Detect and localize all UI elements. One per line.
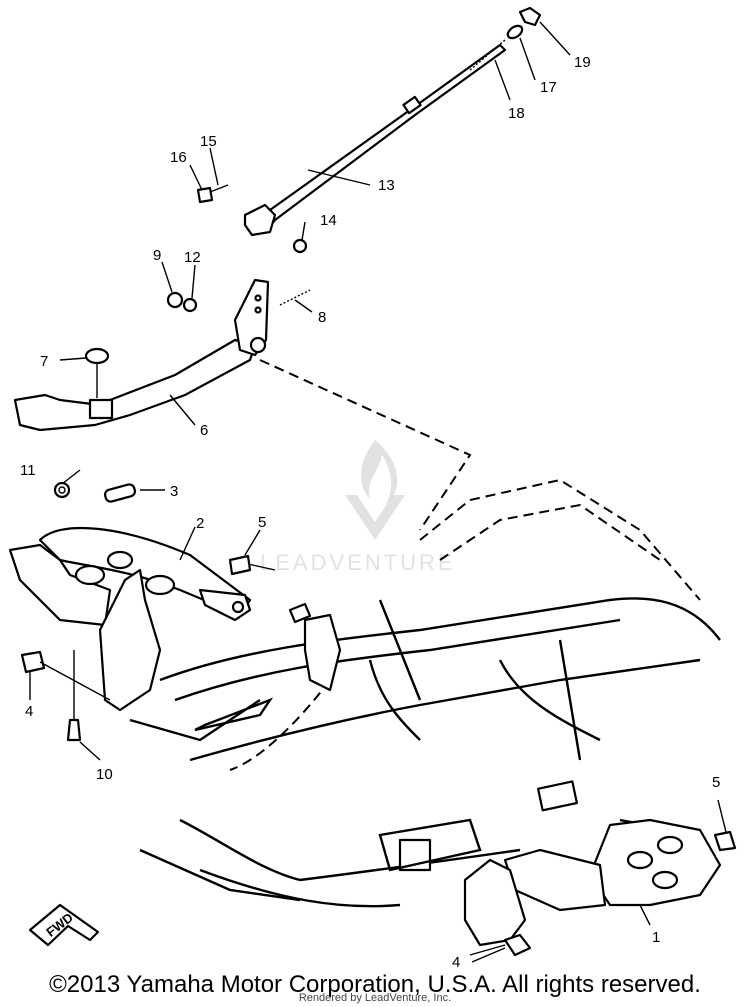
callout-15: 15: [200, 133, 217, 150]
callout-4a: 4: [25, 703, 33, 720]
callout-18: 18: [508, 105, 525, 122]
callout-labels: 19 17 18 13 15 16 14 8 9 12 7 6 11 3 2 5…: [20, 54, 720, 971]
right-footrest: [463, 818, 737, 957]
callout-11: 11: [20, 462, 36, 479]
callout-6: 6: [200, 422, 208, 439]
callout-3: 3: [170, 483, 178, 500]
callout-4b: 4: [452, 954, 460, 971]
watermark-logo: LEADVENTURE: [260, 440, 456, 575]
callout-12: 12: [184, 249, 201, 266]
callout-8: 8: [318, 309, 326, 326]
leader-lines: [29, 21, 727, 963]
left-hardware: [20, 481, 342, 742]
callout-10: 10: [96, 766, 113, 783]
forward-direction-arrow: FWD: [28, 903, 100, 947]
callout-9: 9: [153, 247, 161, 264]
brake-rod: [243, 6, 542, 237]
callout-5b: 5: [712, 774, 720, 791]
copyright-notice: ©2013 Yamaha Motor Corporation, U.S.A. A…: [49, 971, 701, 998]
callout-5a: 5: [258, 514, 266, 531]
callout-7: 7: [40, 353, 48, 370]
rendered-by-note: Rendered by LeadVenture, Inc.: [298, 992, 452, 1004]
left-footrest: [8, 526, 252, 712]
pedal-stop: [84, 347, 110, 398]
callout-14: 14: [320, 212, 337, 229]
brake-pedal: [13, 278, 270, 432]
callout-19: 19: [574, 54, 591, 71]
watermark-text: LEADVENTURE: [260, 550, 456, 575]
fasteners: [166, 184, 311, 313]
callout-13: 13: [378, 177, 395, 194]
callout-16: 16: [170, 149, 187, 166]
callout-17: 17: [540, 79, 557, 96]
callout-1: 1: [652, 929, 660, 946]
callout-2: 2: [196, 515, 204, 532]
